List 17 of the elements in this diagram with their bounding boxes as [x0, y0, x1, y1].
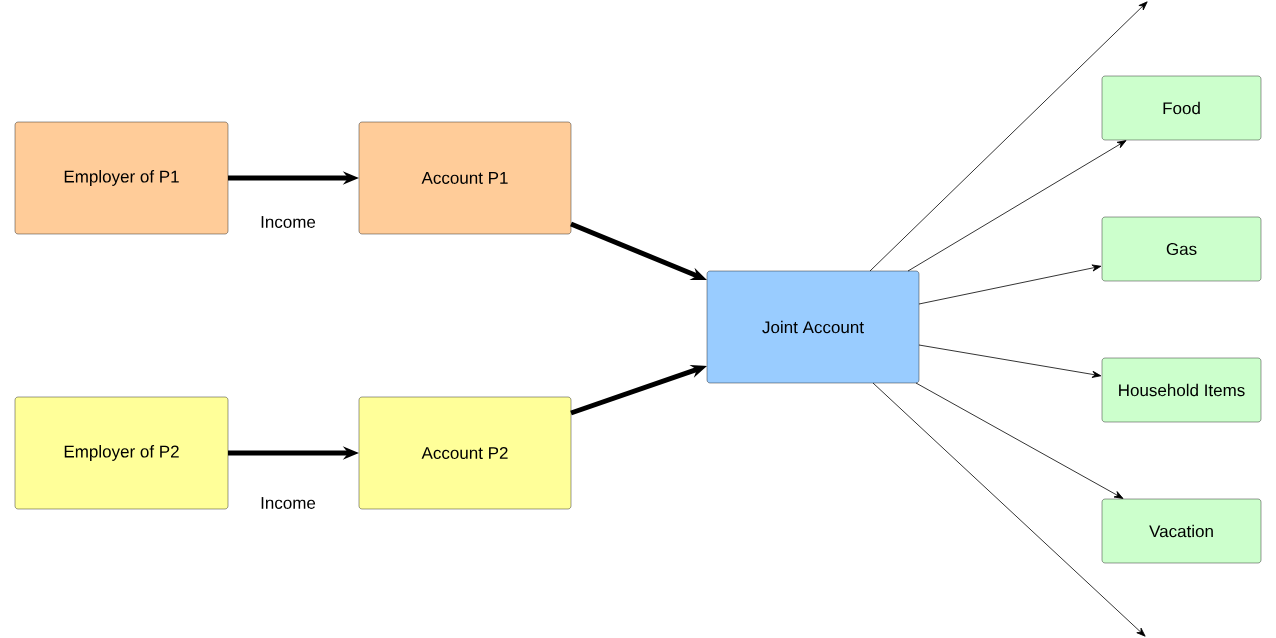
process-box: Household Items — [1101, 357, 1262, 423]
arrow — [918, 344, 1102, 378]
process-box: Employer of P1 — [14, 121, 229, 235]
arrow — [907, 140, 1127, 272]
edge-label: Income — [259, 496, 317, 510]
arrow — [869, 1, 1148, 272]
process-box: Food — [1101, 75, 1262, 141]
edge-label: Income — [259, 215, 317, 229]
arrow — [915, 382, 1124, 499]
process-box: Vacation — [1101, 498, 1262, 564]
process-box: Account P2 — [358, 396, 572, 510]
process-box: Account P1 — [358, 121, 572, 235]
arrow — [918, 264, 1102, 305]
process-box: Joint Account — [706, 270, 920, 384]
process-box: Employer of P2 — [14, 396, 229, 510]
arrow — [872, 382, 1146, 637]
process-box: Gas — [1101, 216, 1262, 282]
